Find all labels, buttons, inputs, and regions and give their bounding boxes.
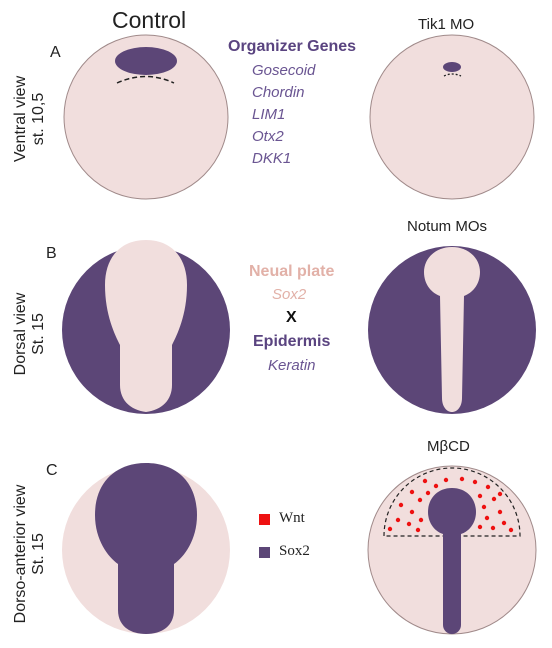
sox2-domain-control: [95, 463, 197, 634]
neural-plate-label: Neual plate: [249, 263, 335, 280]
title-notum-mos: Notum MOs: [407, 218, 488, 235]
gene-chordin: Chordin: [252, 84, 305, 101]
gene-otx2: Otx2: [252, 128, 284, 145]
panel-letter-a: A: [50, 44, 61, 61]
gene-lim1: LIM1: [252, 106, 286, 123]
legend-wnt-swatch: [259, 514, 270, 525]
legend-sox2-label: Sox2: [279, 543, 310, 559]
neural-plate-control: [105, 240, 187, 412]
cross-symbol: X: [286, 309, 297, 326]
organizer-domain-tik1: [443, 62, 461, 72]
organizer-heading: Organizer Genes: [228, 38, 357, 55]
legend-wnt-label: Wnt: [279, 510, 305, 526]
embryo-a-control: [63, 34, 229, 200]
wnt-dots: [387, 476, 514, 533]
blastopore-lip-tik1: [443, 73, 462, 77]
embryo-b-notum: [368, 246, 536, 414]
panel-letter-c: C: [46, 462, 58, 479]
legend-sox2-swatch: [259, 547, 270, 558]
embryo-a-tik1: [369, 34, 535, 200]
organizer-domain-control: [115, 47, 177, 75]
title-control: Control: [112, 7, 187, 33]
epidermis-label: Epidermis: [253, 333, 331, 350]
embryo-c-control: [62, 463, 230, 634]
sox2-marker-label: Sox2: [272, 286, 307, 303]
neural-plate-notum: [424, 247, 480, 412]
panel-letter-b: B: [46, 245, 57, 262]
title-mbcd: MβCD: [427, 438, 470, 455]
embryo-c-mbcd: [367, 465, 537, 635]
gene-dkk1: DKK1: [252, 150, 292, 167]
keratin-marker-label: Keratin: [268, 357, 316, 374]
gene-gosecoid: Gosecoid: [252, 62, 316, 79]
sox2-domain-mbcd: [428, 488, 476, 634]
title-tik1-mo: Tik1 MO: [418, 16, 475, 33]
embryo-b-control: [62, 240, 230, 414]
